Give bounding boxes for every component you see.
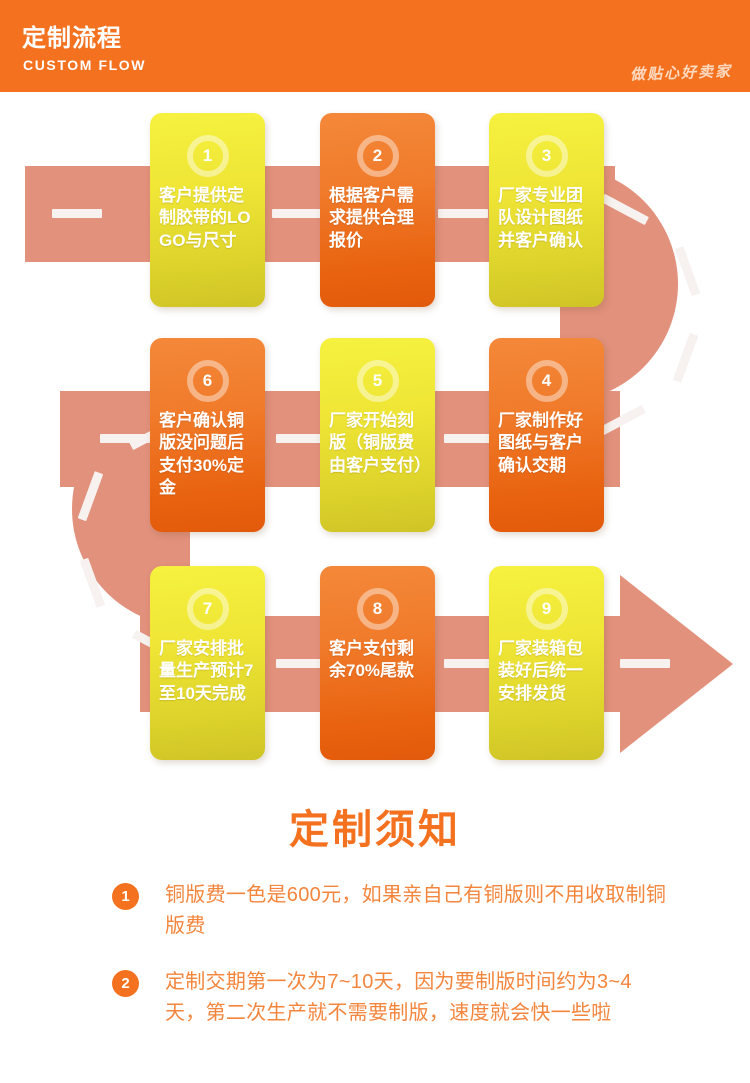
- step-text: 厂家装箱包装好后统一安排发货: [498, 639, 583, 703]
- notice-bullet-1: 1: [112, 883, 139, 910]
- road-dash: [79, 558, 105, 608]
- step-number: 1: [202, 146, 213, 165]
- step-text: 客户支付剩余70%尾款: [329, 639, 415, 681]
- step-text: 厂家制作好图纸与客户确认交期: [498, 411, 583, 475]
- step-number: 7: [202, 599, 213, 618]
- road-dash: [438, 209, 488, 218]
- notice-item-text: 铜版费一色是600元，如果亲自己有铜版则不用收取制铜版费: [165, 884, 667, 937]
- road-dash: [276, 434, 326, 443]
- notice-title: 定制须知: [289, 808, 461, 852]
- flow-step-9[interactable]: 9 厂家装箱包装好后统一安排发货: [489, 566, 604, 760]
- step-text: 厂家专业团队设计图纸并客户确认: [498, 186, 583, 250]
- notice-item-2: 2 定制交期第一次为7~10天，因为要制版时间约为3~4天，第二次生产就不需要制…: [112, 967, 672, 1029]
- page-header: 定制流程 CUSTOM FLOW 做贴心好卖家: [0, 0, 750, 92]
- flow-step-3[interactable]: 3 厂家专业团队设计图纸并客户确认: [489, 113, 604, 307]
- notice-section: 定制须知 1 铜版费一色是600元，如果亲自己有铜版则不用收取制铜版费 2 定制…: [0, 775, 750, 1083]
- step-number: 9: [541, 599, 552, 618]
- page-subtitle: CUSTOM FLOW: [23, 57, 147, 73]
- step-badge-7: 7: [186, 588, 229, 630]
- flow-step-2[interactable]: 2 根据客户需求提供合理报价: [320, 113, 435, 307]
- step-number: 8: [372, 599, 383, 618]
- step-badge-9: 9: [525, 588, 568, 630]
- flow-step-8[interactable]: 8 客户支付剩余70%尾款: [320, 566, 435, 760]
- step-text: 客户确认铜版没问题后支付30%定金: [159, 411, 245, 498]
- step-badge-6: 6: [186, 360, 229, 402]
- notice-item-text: 定制交期第一次为7~10天，因为要制版时间约为3~4天，第二次生产就不需要制版，…: [165, 971, 632, 1024]
- road-dash: [675, 246, 701, 296]
- road-dash: [597, 405, 646, 436]
- flow-step-5[interactable]: 5 厂家开始刻版（铜版费由客户支付）: [320, 338, 435, 532]
- step-badge-2: 2: [356, 135, 399, 177]
- page-title: 定制流程: [22, 25, 122, 52]
- step-badge-5: 5: [356, 360, 399, 402]
- step-number: 4: [541, 371, 552, 390]
- road-arrow-head: [620, 575, 733, 753]
- step-number: 5: [372, 371, 383, 390]
- step-text: 厂家安排批量生产预计7至10天完成: [159, 639, 254, 703]
- step-badge-1: 1: [186, 135, 229, 177]
- flow-step-7[interactable]: 7 厂家安排批量生产预计7至10天完成: [150, 566, 265, 760]
- road-dash: [673, 333, 699, 383]
- flow-step-4[interactable]: 4 厂家制作好图纸与客户确认交期: [489, 338, 604, 532]
- flow-step-1[interactable]: 1 客户提供定制胶带的LOGO与尺寸: [150, 113, 265, 307]
- step-number: 2: [372, 146, 383, 165]
- road-dash: [600, 194, 649, 225]
- notice-bullet-2: 2: [112, 970, 139, 997]
- step-text: 客户提供定制胶带的LOGO与尺寸: [159, 186, 251, 250]
- road-dash: [444, 659, 494, 668]
- step-number: 6: [202, 371, 213, 390]
- road-dash: [276, 659, 326, 668]
- step-badge-8: 8: [356, 588, 399, 630]
- road-dash: [52, 209, 102, 218]
- step-number: 3: [541, 146, 552, 165]
- step-text: 厂家开始刻版（铜版费由客户支付）: [329, 411, 431, 475]
- step-badge-4: 4: [525, 360, 568, 402]
- road-dash: [272, 209, 322, 218]
- notice-item-1: 1 铜版费一色是600元，如果亲自己有铜版则不用收取制铜版费: [112, 880, 672, 942]
- flow-step-6[interactable]: 6 客户确认铜版没问题后支付30%定金: [150, 338, 265, 532]
- road-dash: [77, 471, 103, 521]
- step-badge-3: 3: [525, 135, 568, 177]
- header-slogan: 做贴心好卖家: [629, 62, 733, 84]
- road-dash: [620, 659, 670, 668]
- road-dash: [444, 434, 494, 443]
- step-text: 根据客户需求提供合理报价: [329, 186, 414, 250]
